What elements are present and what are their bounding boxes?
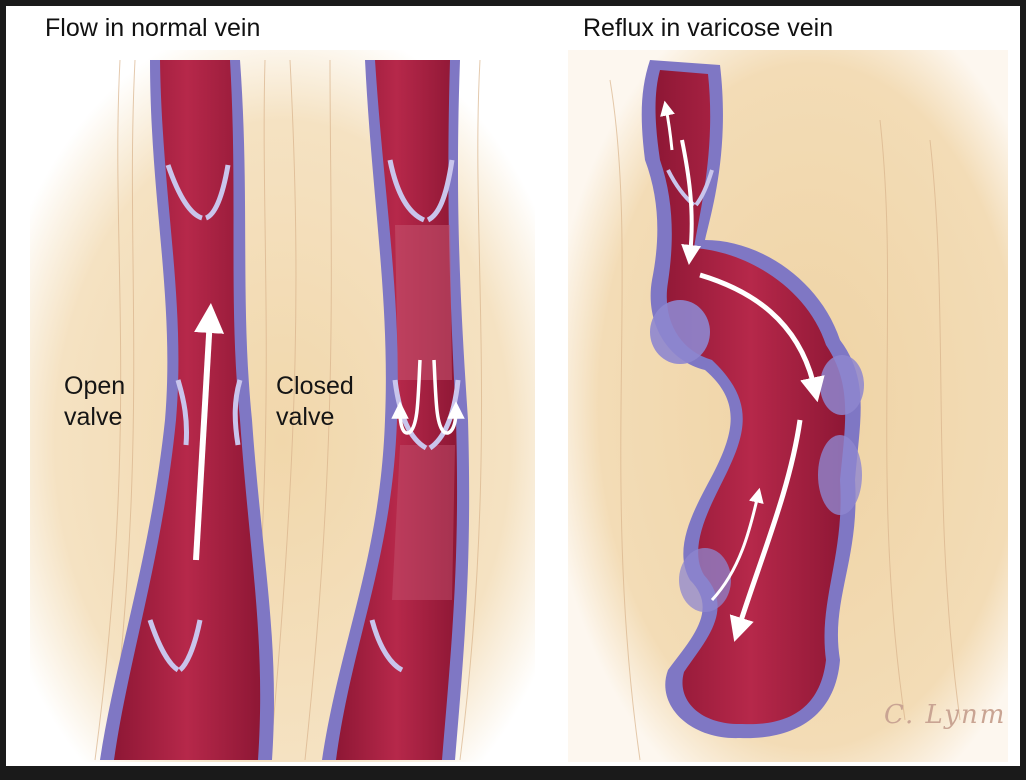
normal-vein-closed-valve [322, 60, 470, 760]
title-normal-vein: Flow in normal vein [45, 14, 261, 42]
artist-signature: C. Lynm [884, 700, 1007, 730]
label-closed-valve-line2: valve [276, 403, 335, 432]
normal-vein-open-valve [100, 60, 274, 760]
label-closed-valve-line1: Closed [276, 372, 354, 400]
label-open-valve-line2: valve [64, 403, 123, 432]
title-varicose-vein: Reflux in varicose vein [583, 14, 834, 42]
panel-divider [540, 50, 566, 762]
label-open-valve: Open valve [64, 371, 125, 434]
label-open-valve-line1: Open [64, 372, 126, 400]
varicose-vein [641, 60, 864, 739]
tissue-fibers [94, 59, 961, 761]
label-closed-valve: Closed valve [276, 371, 354, 434]
